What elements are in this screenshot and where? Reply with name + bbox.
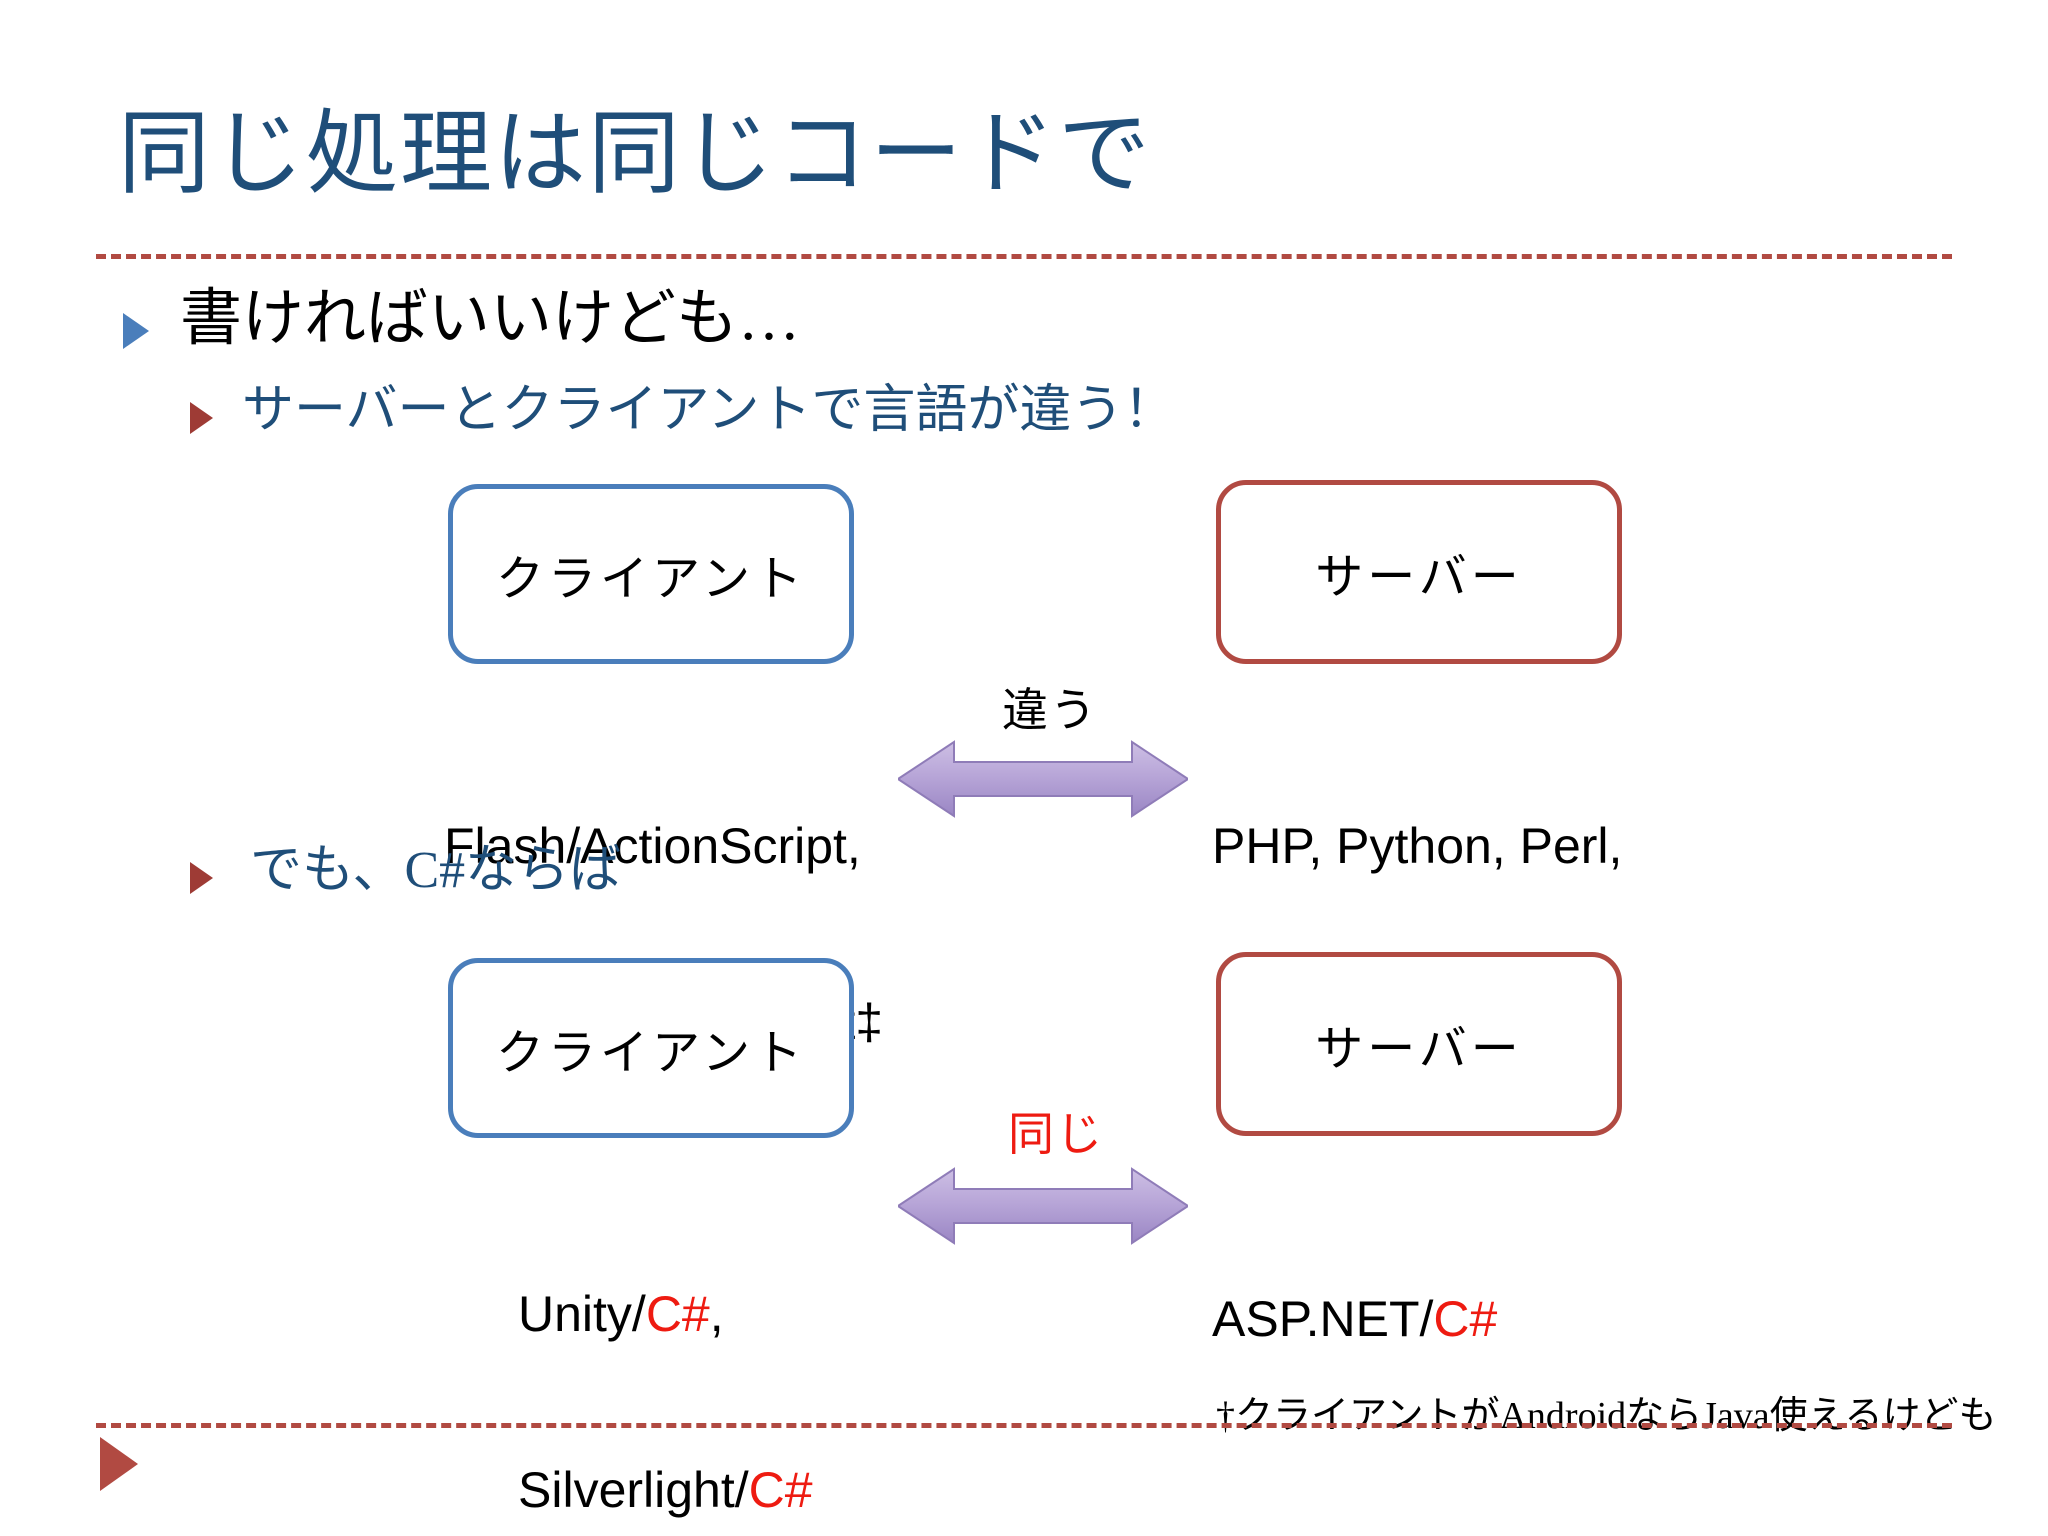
bullet-triangle-icon-level2b <box>190 862 213 894</box>
bullet-text-level1: 書ければいいけども… <box>180 285 801 353</box>
server-box-row2: サーバー <box>1216 952 1622 1136</box>
bullet-text-level2a: サーバーとクライアントで言語が違う！ <box>242 382 1176 439</box>
double-arrow-icon-row2 <box>896 1163 1190 1249</box>
server-stack-row2: ASP.NET/C# <box>1212 1173 1497 1466</box>
server-box-row1: サーバー <box>1216 480 1622 664</box>
bullet-triangle-icon-level1 <box>123 313 149 349</box>
server-box-label-row1: サーバー <box>1315 551 1523 604</box>
server-stack-row2-pre: ASP.NET/ <box>1212 1291 1434 1347</box>
client-stack-row2-line1-pre: Unity/ <box>518 1286 646 1342</box>
client-box-label-row1: クライアント <box>495 553 807 606</box>
arrow-caption-row2: 同じ <box>1008 1109 1104 1160</box>
server-stack-row1-line1: PHP, Python, Perl, <box>1212 818 1623 874</box>
title-divider-top <box>96 254 1952 259</box>
server-box-label-row2: サーバー <box>1315 1023 1523 1076</box>
bullet-triangle-icon-level2a <box>190 402 213 434</box>
page-title: 同じ処理は同じコードで <box>118 103 1153 205</box>
client-stack-row2-line1: Unity/C#, <box>518 1285 813 1344</box>
client-box-row2: クライアント <box>448 958 854 1138</box>
client-stack-row2-line2-pre: Silverlight/ <box>518 1461 749 1518</box>
client-box-label-row2: クライアント <box>495 1027 807 1080</box>
arrow-caption-row1: 違う <box>1002 685 1098 736</box>
server-stack-row2-csharp: C# <box>1433 1291 1498 1347</box>
client-stack-row1-line1: Flash/ActionScript, <box>444 818 861 874</box>
client-stack-row2-line1-csharp: C# <box>645 1286 710 1342</box>
client-box-row1: クライアント <box>448 484 854 664</box>
footer-divider-bottom <box>96 1423 1952 1428</box>
footnote-line-1: †クライアントがAndroidならJava使えるけども <box>1216 1394 1997 1437</box>
client-stack-row2-line1-post: , <box>709 1286 724 1342</box>
client-stack-row2-line2-csharp: C# <box>748 1461 813 1518</box>
double-arrow-icon-row1 <box>896 736 1190 822</box>
client-stack-row2-line2: Silverlight/C# <box>518 1461 813 1520</box>
footnotes: †クライアントがAndroidならJava使えるけども ‡サーバー側にNode.… <box>1216 1288 1997 1536</box>
bullet-triangle-icon-footer <box>100 1437 138 1491</box>
bullet-text-level2b: でも、C#ならば <box>250 842 622 899</box>
client-stack-row2: Unity/C#, Silverlight/C# <box>518 1168 813 1536</box>
server-stack-row2-line1: ASP.NET/C# <box>1212 1290 1497 1349</box>
